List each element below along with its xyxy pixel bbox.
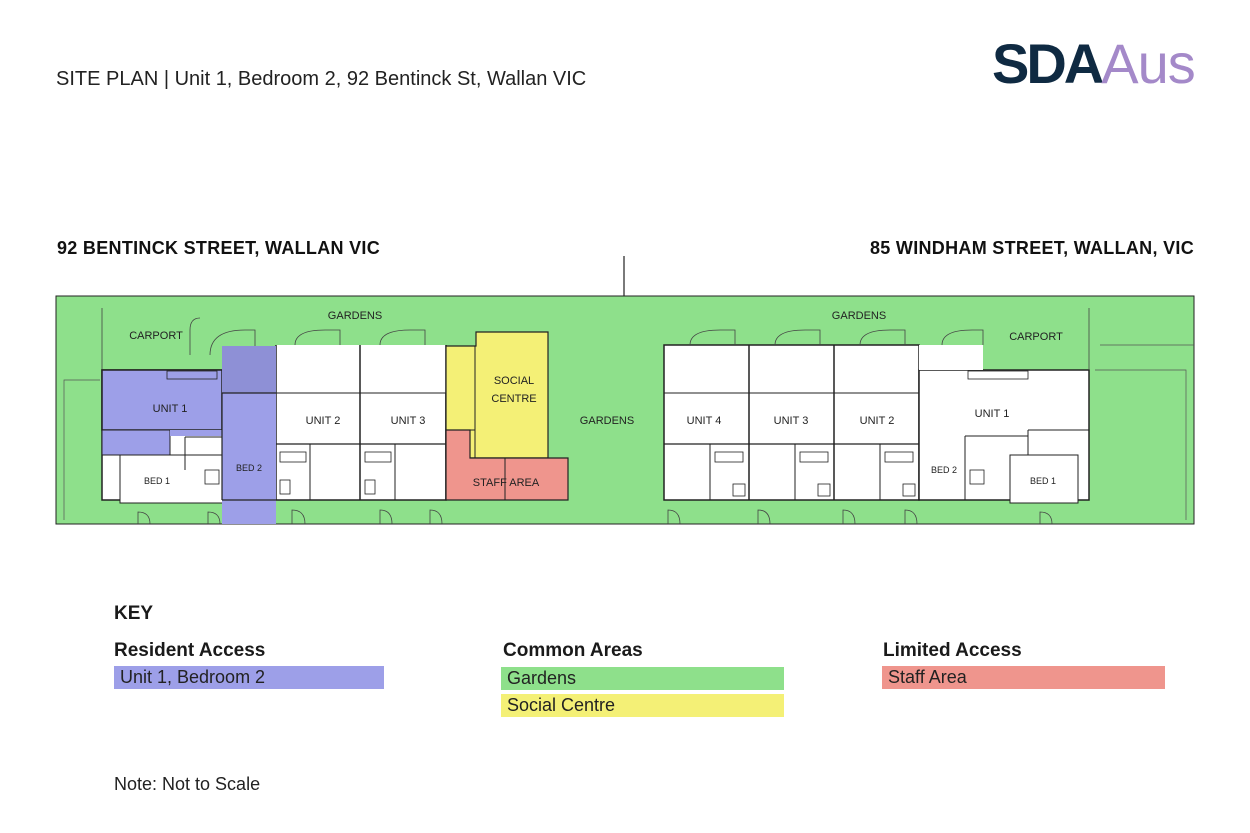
logo-text-aus: Aus: [1101, 32, 1195, 95]
key-heading-resident: Resident Access: [114, 640, 266, 661]
right-front-doors: [667, 509, 1053, 525]
label-bed2-left: BED 2: [236, 463, 262, 473]
key-item-resident: Unit 1, Bedroom 2: [114, 666, 384, 689]
staff-area: [445, 429, 569, 501]
label-gardens-right: GARDENS: [832, 310, 886, 322]
sdaaus-logo: SDAAus: [992, 36, 1196, 92]
label-bed1-left: BED 1: [144, 476, 170, 486]
scale-note: Note: Not to Scale: [114, 774, 261, 794]
key-title: KEY: [114, 603, 154, 624]
label-staff-area: STAFF AREA: [473, 477, 540, 489]
label-gardens-center: GARDENS: [580, 415, 634, 427]
label-unit3-left: UNIT 3: [391, 415, 426, 427]
left-carport-arches: [101, 308, 426, 370]
logo-text-sda: SDA: [992, 32, 1104, 95]
label-unit1-right: UNIT 1: [975, 408, 1010, 420]
label-bed2-right: BED 2: [931, 465, 957, 475]
page-title: SITE PLAN | Unit 1, Bedroom 2, 92 Bentin…: [56, 68, 587, 90]
right-building: [663, 344, 1090, 504]
label-unit1-left: UNIT 1: [153, 403, 188, 415]
key-heading-limited: Limited Access: [883, 640, 1022, 661]
label-gardens-left: GARDENS: [328, 310, 382, 322]
key-item-staff-area: Staff Area: [882, 666, 1165, 689]
label-unit2-left: UNIT 2: [306, 415, 341, 427]
street-label-left: 92 BENTINCK STREET, WALLAN VIC: [57, 238, 381, 258]
label-unit4-right: UNIT 4: [687, 415, 722, 427]
right-carport-arches: [689, 308, 1090, 370]
label-social-line2: CENTRE: [491, 393, 536, 405]
label-social-line1: SOCIAL: [494, 375, 534, 387]
label-bed1-right: BED 1: [1030, 476, 1056, 486]
label-carport-left: CARPORT: [129, 330, 183, 342]
site-fences: [63, 344, 1194, 520]
left-front-doors: [137, 509, 443, 525]
key-item-social-centre: Social Centre: [501, 694, 784, 717]
resident-access-area: [101, 346, 276, 524]
street-label-right: 85 WINDHAM STREET, WALLAN, VIC: [869, 238, 1194, 258]
key-heading-common: Common Areas: [503, 640, 643, 661]
label-unit2-right: UNIT 2: [860, 415, 895, 427]
label-unit3-right: UNIT 3: [774, 415, 809, 427]
key-item-gardens: Gardens: [501, 667, 784, 690]
label-carport-right: CARPORT: [1009, 331, 1063, 343]
